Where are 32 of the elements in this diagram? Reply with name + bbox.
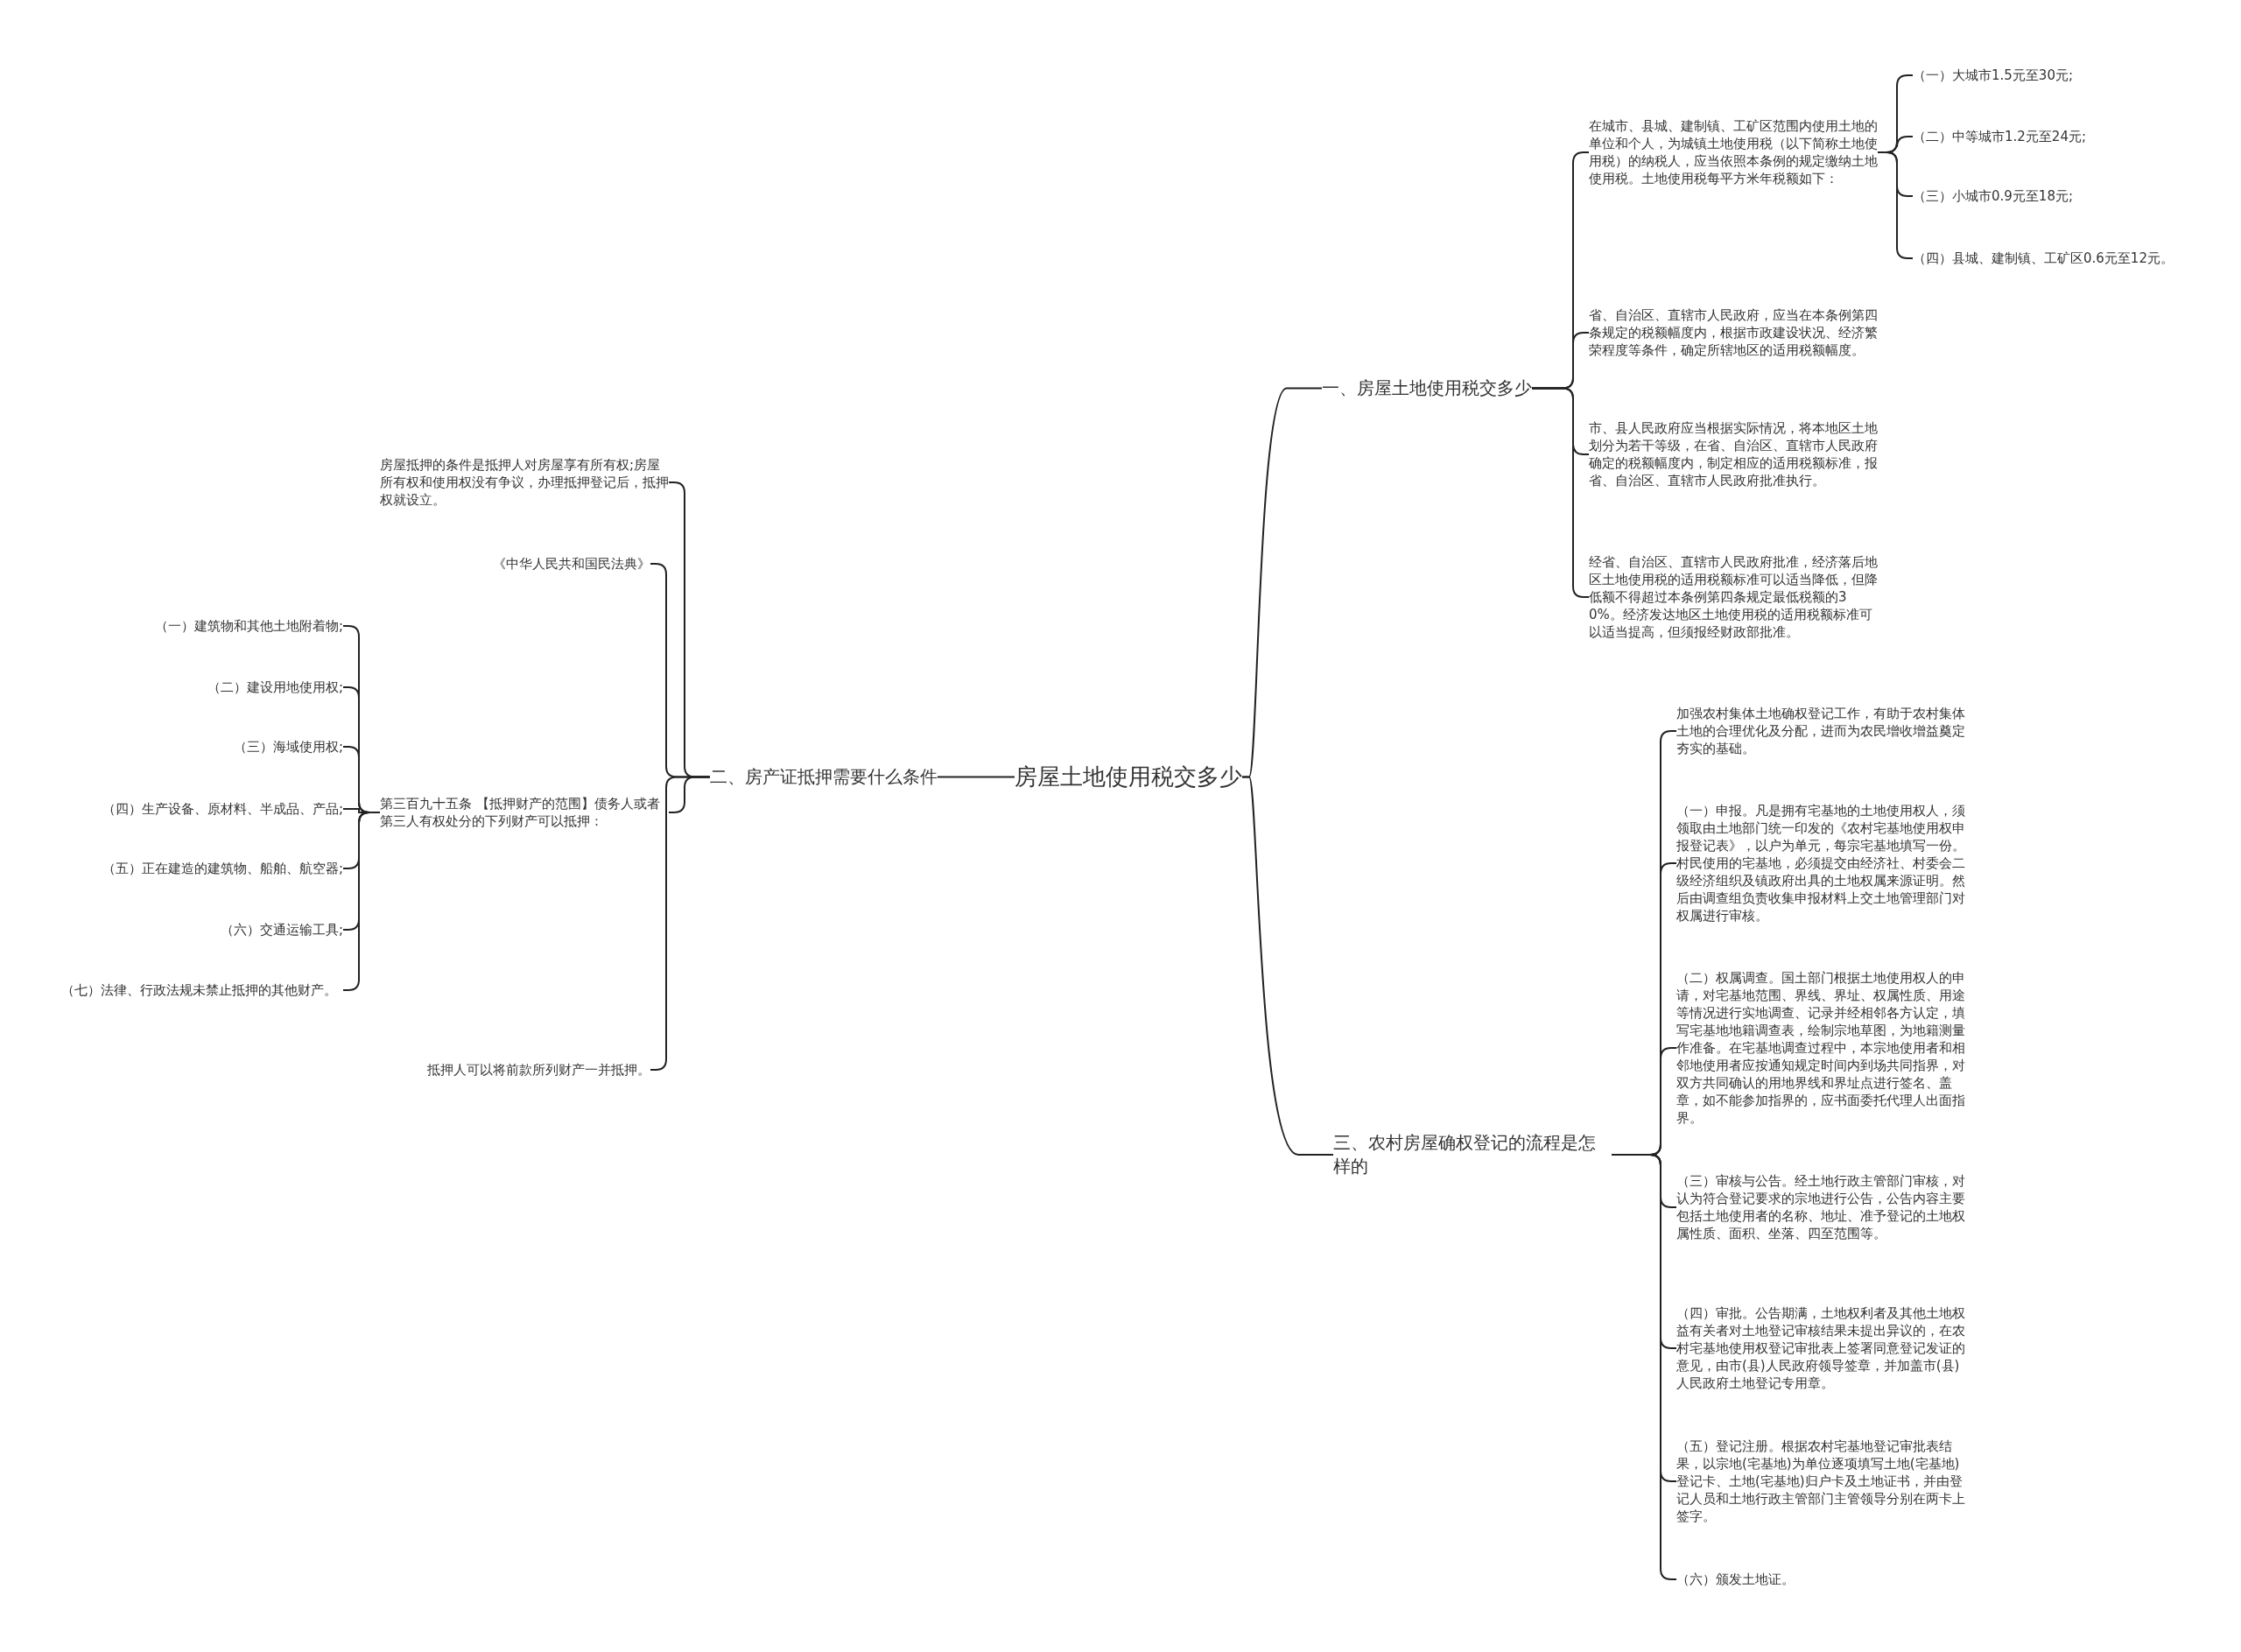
note-text: （一）申报。凡是拥有宅基地的土地使用权人，须领取由土地部门统一印发的《农村宅基地使用权申报登记表》，以户为单元，每宗宅基地填写一份。村民使用的宅基地，必须提交由经济社、村委会二级经济组织及镇政府出具的土地权属来源证明。然后由调查组负责收集申报材料上交土地管理部门对权属进行审核。 <box>1676 800 1965 926</box>
note-text: （七）法律、行政法规未禁止抵押的其他财产。 <box>61 980 343 1001</box>
note-text: （三）审核与公告。经土地行政主管部门审核，对认为符合登记要求的宗地进行公告，公告内容主要包括土地使用者的名称、地址、准予登记的土地权属性质、面积、坐落、四至范围等。 <box>1676 1170 1965 1244</box>
note-text: 《中华人民共和国民法典》 <box>493 553 650 574</box>
note-text: 经省、自治区、直辖市人民政府批准，经济落后地区土地使用税的适用税额标准可以适当降低，但降低额不得超过本条例第四条规定最低税额的30%。经济发达地区土地使用税的适用税额标准可以适当提高，但须报经财政部批准。 <box>1589 552 1878 643</box>
note-text: （四）县城、建制镇、工矿区0.6元至12元。 <box>1913 248 2174 269</box>
note-text: （五）登记注册。根据农村宅基地登记审批表结果，以宗地(宅基地)为单位逐项填写土地(宅基地)登记卡、土地(宅基地)归户卡及土地证书，并由登记人员和土地行政主管部门主管领导分别在两卡上签字。 <box>1676 1436 1965 1527</box>
note-text: （六）交通运输工具; <box>220 919 343 940</box>
note-text: （六）颁发土地证。 <box>1676 1569 1795 1590</box>
note-text: 省、自治区、直辖市人民政府，应当在本条例第四条规定的税额幅度内，根据市政建设状况、经济繁荣程度等条件，确定所辖地区的适用税额幅度。 <box>1589 305 1878 361</box>
note-text: （一）建筑物和其他土地附着物; <box>154 615 343 636</box>
note-text: （二）中等城市1.2元至24元; <box>1913 126 2086 147</box>
connector-line <box>937 776 1015 778</box>
note-text: （二）建设用地使用权; <box>207 677 343 698</box>
note-text: （三）海域使用权; <box>233 736 343 757</box>
note-text: （三）小城市0.9元至18元; <box>1913 186 2073 207</box>
note-text: （二）权属调查。国土部门根据土地使用权人的申请，对宅基地范围、界线、界址、权属性质、用途等情况进行实地调查、记录并经相邻各方认定，填写宅基地地籍调查表，绘制宗地草图，为地籍测量作准备。在宅基地调查过程中，本宗地使用者和相邻地使用者应按通知规定时间内到场共同指界，对双方共同确认的用地界线和界址点进行签名、盖章，如不能参加指界的，应书面委托代理人出面指界。 <box>1676 967 1965 1128</box>
note-text: 抵押人可以将前款所列财产一并抵押。 <box>427 1059 650 1080</box>
connector-line <box>1241 776 1334 1156</box>
central-topic: 房屋土地使用税交多少 <box>1015 760 1242 794</box>
branch-topic: 三、农村房屋确权登记的流程是怎样的 <box>1333 1129 1612 1180</box>
note-text: 房屋抵押的条件是抵押人对房屋享有所有权;房屋所有权和使用权没有争议，办理抵押登记后，抵押权就设立。 <box>380 454 669 510</box>
subtopic-text: 第三百九十五条 【抵押财产的范围】债务人或者第三人有权处分的下列财产可以抵押： <box>380 793 669 832</box>
branch-topic: 二、房产证抵押需要什么条件 <box>710 763 938 791</box>
branch-topic: 一、房屋土地使用税交多少 <box>1322 375 1532 402</box>
note-text: 市、县人民政府应当根据实际情况，将本地区土地划分为若干等级，在省、自治区、直辖市人民政府确定的税额幅度内，制定相应的适用税额标准，报省、自治区、直辖市人民政府批准执行。 <box>1589 418 1878 491</box>
subtopic-text: 在城市、县城、建制镇、工矿区范围内使用土地的单位和个人，为城镇土地使用税（以下简称土地使用税）的纳税人，应当依照本条例的规定缴纳土地使用税。土地使用税每平方米年税额如下： <box>1589 116 1878 189</box>
note-text: （五）正在建造的建筑物、船舶、航空器; <box>102 858 343 879</box>
note-text: （四）审批。公告期满，土地权利者及其他土地权益有关者对土地登记审核结果未提出异议的，在农村宅基地使用权登记审批表上签署同意登记发证的意见，由市(县)人民政府领导签章，并加盖市(县)人民政府土地登记专用章。 <box>1676 1303 1965 1394</box>
note-text: （一）大城市1.5元至30元; <box>1913 65 2073 86</box>
note-text: （四）生产设备、原材料、半成品、产品; <box>102 798 343 819</box>
note-text: 加强农村集体土地确权登记工作，有助于农村集体土地的合理优化及分配，进而为农民增收增益奠定夯实的基础。 <box>1676 703 1965 759</box>
